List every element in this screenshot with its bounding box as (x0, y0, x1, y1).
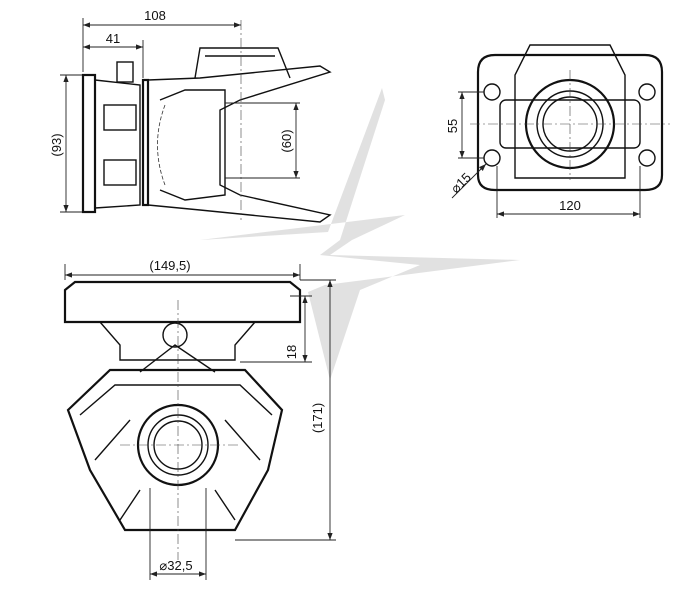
dim-hole-15: ⌀15 (448, 170, 474, 196)
dim-bore-32-5: ⌀32,5 (159, 558, 192, 573)
dim-41: 41 (106, 31, 120, 46)
dim-93: (93) (49, 133, 64, 156)
front-view: (149,5) 18 (171) ⌀32,5 (63, 258, 336, 580)
lightning-watermark (200, 88, 520, 380)
side-view: 108 41 (93) (60) (49, 8, 332, 223)
dim-120: 120 (559, 198, 581, 213)
mounting-holes (483, 83, 656, 167)
dim-18: 18 (284, 345, 299, 359)
dim-108: 108 (144, 8, 166, 23)
plan-view: 55 120 ⌀15 (445, 44, 670, 218)
dim-60: (60) (279, 129, 294, 152)
dim-55: 55 (445, 119, 460, 133)
dim-171: (171) (310, 403, 325, 433)
dim-149-5: (149,5) (149, 258, 190, 273)
